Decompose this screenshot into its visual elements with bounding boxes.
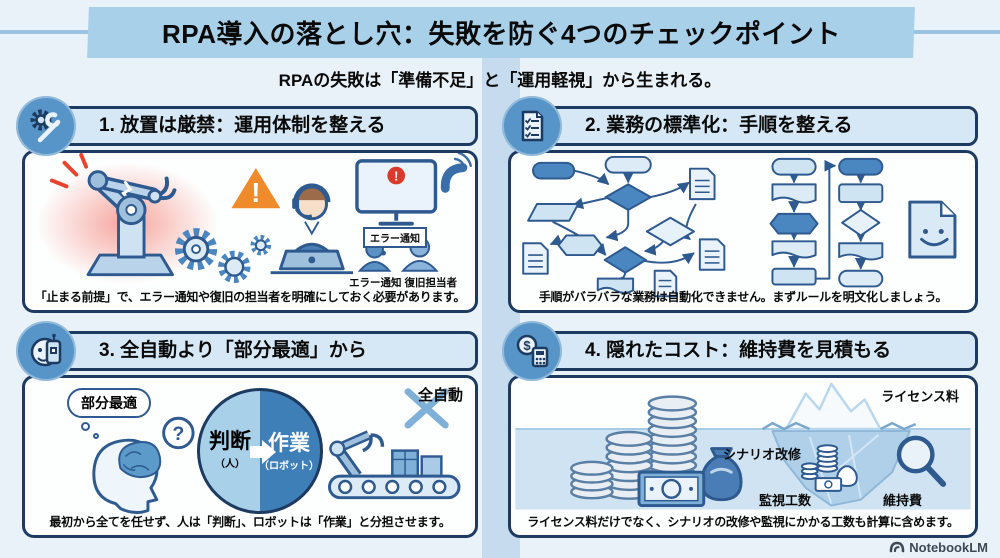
notebooklm-logo-icon	[889, 541, 905, 553]
panel-2-title: 2. 業務の標準化：手順を整える	[585, 115, 853, 136]
document-icon	[698, 238, 726, 271]
human-side-label: 判断	[209, 430, 251, 453]
human-side-sublabel: （人）	[215, 459, 245, 470]
human-side: 判断 （人）	[204, 425, 256, 470]
iceberg-cost-illustration	[515, 382, 971, 510]
panel-1-caption: 「止まる前提」で、エラー通知や復旧の担当者を明確にしておく必要があります。	[34, 290, 466, 304]
panel-2-body: 手順がバラバラな業務は自動化できません。まずルールを明文化しましょう。	[508, 150, 978, 313]
document-icon	[689, 167, 716, 201]
dollar-calculator-glyph: $	[516, 334, 549, 368]
svg-text:!: !	[394, 168, 398, 183]
magnifier-icon	[896, 435, 947, 487]
dollar-calculator-icon: $	[502, 321, 562, 381]
handoff-arrow-icon	[250, 446, 262, 458]
panel-3-caption: 最初から全てを任せず、人は「判断」、ロボットは「作業」と分担させます。	[49, 515, 451, 529]
panel-1-title: 1. 放置は厳禁：運用体制を整える	[99, 115, 386, 136]
svg-text:!: !	[251, 177, 260, 208]
panel-4-title: 4. 隠れたコスト：維持費を見積もる	[585, 340, 892, 361]
full-auto-label: 全自動	[417, 387, 463, 404]
scenario-repair-label: シナリオ改修	[723, 447, 802, 462]
panel-partial-optimization: 3. 全自動より「部分最適」から ?	[16, 321, 478, 538]
question-bubble-icon: ?	[162, 416, 195, 450]
checklist-glyph	[521, 110, 544, 142]
phone-icon	[440, 153, 473, 193]
conveyor-robot-icon	[328, 430, 461, 500]
flowchart-illustration	[522, 155, 957, 298]
money-bag-icon	[700, 447, 743, 502]
document-icon	[653, 269, 678, 298]
human-robot-split-illustration: ?	[92, 388, 461, 514]
svg-text:?: ?	[172, 423, 184, 445]
wrench-gear-icon	[16, 96, 76, 156]
page-title-bar: RPA導入の落とし穴：失敗を防ぐ4つのチェックポイント	[87, 7, 915, 58]
panel-4-caption: ライセンス料だけでなく、シナリオの改修や監視にかかる工数も計算に含めます。	[527, 515, 959, 529]
messy-flowchart	[522, 155, 726, 298]
hidden-cost-icons	[800, 444, 858, 492]
thought-bubble: 部分最適	[67, 388, 151, 418]
thought-dot	[81, 422, 90, 431]
robot-failure-illustration: !	[37, 153, 473, 285]
page-title: RPA導入の落とし穴：失敗を防ぐ4つのチェックポイント	[161, 19, 841, 49]
warning-triangle-icon: !	[226, 163, 286, 212]
panel-3-body: ?	[22, 375, 478, 538]
panel-1-header: 1. 放置は厳禁：運用体制を整える	[22, 106, 478, 146]
thinking-head-icon	[92, 438, 162, 514]
thought-dot	[93, 433, 99, 439]
panel-4-header: 4. 隠れたコスト：維持費を見積もる	[508, 331, 978, 371]
judgement-work-split-circle: 判断 （人） 作業 （ロボット）	[197, 388, 323, 514]
money-pile-icon	[570, 395, 743, 508]
persons-label: エラー通知 復旧担当者	[349, 277, 457, 289]
gears-icon	[174, 228, 272, 284]
robot-face-icon	[16, 321, 76, 381]
page-subtitle: RPAの失敗は「準備不足」と「運用軽視」から生まれる。	[278, 71, 722, 90]
panel-3-title: 3. 全自動より「部分最適」から	[99, 340, 367, 361]
tidy-flowchart	[769, 157, 884, 288]
watermark-brand: NotebookLM	[909, 539, 988, 555]
panel-3-header: 3. 全自動より「部分最適」から	[22, 331, 478, 371]
panel-standardization: 2. 業務の標準化：手順を整える	[502, 96, 978, 313]
checklist-icon	[502, 96, 562, 156]
coin-stack-icon	[570, 460, 614, 500]
panel-1-body: !	[22, 150, 478, 313]
license-fee-label: ライセンス料	[881, 389, 959, 404]
handoff-arrow-head	[262, 440, 276, 464]
banknote-icon	[637, 470, 706, 508]
error-spark-icon	[49, 153, 89, 189]
panel-hidden-costs: $ 4. 隠れたコスト：維持費を見積もる	[502, 321, 978, 538]
robot-side-label: 作業	[268, 432, 310, 455]
maintenance-cost-label: 維持費	[883, 493, 923, 508]
operator-with-headset-icon	[270, 183, 354, 275]
panel-2-header: 2. 業務の標準化：手順を整える	[508, 106, 978, 146]
panel-operations: 1. 放置は厳禁：運用体制を整える	[16, 96, 478, 313]
robot-face-glyph	[30, 333, 62, 367]
error-monitor-icon: !	[355, 159, 438, 226]
monitor-alert-label: エラー通知	[363, 227, 427, 248]
document-icon	[522, 242, 549, 275]
happy-document-icon	[908, 200, 957, 259]
wrench-gear-glyph	[30, 109, 61, 143]
broken-robot-arm-icon	[86, 170, 177, 277]
svg-text:$: $	[523, 338, 531, 353]
monitoring-hours-label: 監視工数	[759, 493, 812, 508]
robot-side-sublabel: （ロボット）	[259, 461, 319, 472]
robot-side: 作業 （ロボット）	[258, 427, 320, 472]
panel-2-caption: 手順がバラバラな業務は自動化できません。まずルールを明文化しましょう。	[538, 290, 948, 304]
watermark: NotebookLM	[889, 539, 988, 555]
panel-4-body: ライセンス料 シナリオ改修 監視工数 維持費 ライセンス料だけでなく、シナリオの…	[508, 375, 978, 538]
cross-out-icon	[404, 388, 449, 429]
